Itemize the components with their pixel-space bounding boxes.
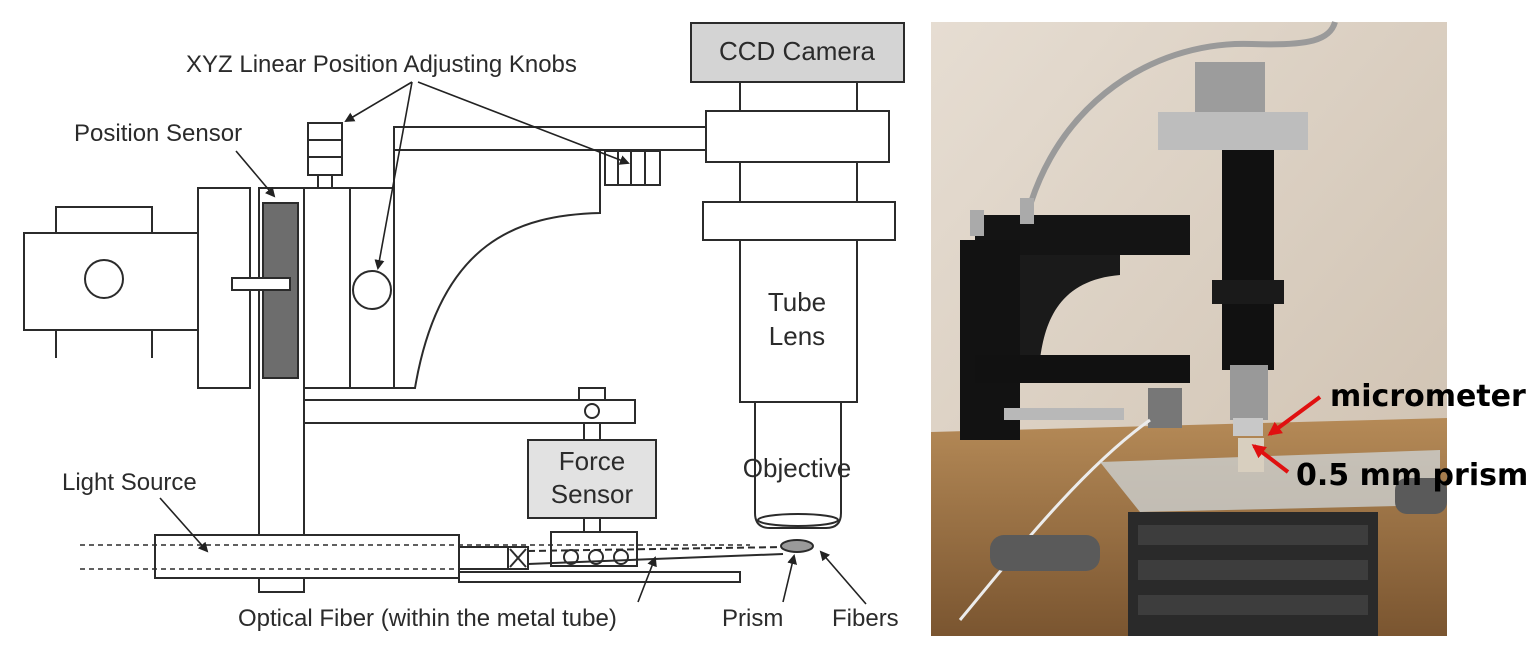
knob-side (352, 270, 392, 310)
prism-photo-label: 0.5 mm prism (1296, 458, 1528, 493)
ccd-camera-label: CCD Camera (719, 36, 876, 66)
ccd-camera (690, 22, 905, 83)
knob-top (307, 122, 343, 176)
micrometer-arrow (1267, 395, 1322, 436)
tube-ring-mid (702, 201, 896, 241)
force-sensor (527, 439, 657, 519)
knob-arm (604, 150, 661, 186)
tube-ring-top (705, 110, 890, 163)
micrometer-label: micrometer (1330, 379, 1526, 414)
photo-glass-stage (1100, 450, 1440, 512)
lamp-housing-top (55, 206, 153, 234)
tube-lens-label-line2: Lens (769, 321, 825, 351)
schematic-diagram (23, 22, 905, 593)
lower-arm (303, 399, 636, 424)
fibers-label: Fibers (832, 605, 899, 632)
photo-tube (1222, 150, 1274, 370)
photo-prism-block (1238, 438, 1264, 472)
metal-tube (458, 546, 510, 570)
objective-lens (754, 401, 842, 529)
lamp-circle (84, 259, 124, 299)
position-sensor-label: Position Sensor (74, 120, 242, 147)
base-rail (458, 571, 741, 583)
xyz-knobs-label: XYZ Linear Position Adjusting Knobs (186, 51, 577, 78)
light-source-tube (154, 534, 460, 579)
force-sensor-label-line2: Sensor (551, 479, 634, 509)
photo-annotations: micrometer 0.5 mm prism (1251, 379, 1528, 493)
photo-micrometer-knob (990, 535, 1100, 571)
leader-lines (159, 81, 867, 605)
schematic-labels: XYZ Linear Position Adjusting Knobs Posi… (62, 36, 899, 632)
photo-cable (1017, 20, 1338, 251)
sensor-pin (231, 277, 291, 291)
objective-label: Objective (743, 453, 851, 483)
photo-camera-mount (1158, 112, 1308, 150)
prism-shape (780, 539, 814, 553)
support-arm (393, 126, 707, 389)
prism-arrow (1251, 444, 1290, 474)
apparatus-photo (931, 20, 1447, 636)
slide-plate (303, 187, 351, 389)
force-sensor-label-line1: Force (559, 446, 625, 476)
tube-lens-label-line1: Tube (768, 287, 826, 317)
optical-fiber-label: Optical Fiber (within the metal tube) (238, 605, 617, 632)
light-source-label: Light Source (62, 469, 197, 496)
prism-label: Prism (722, 605, 783, 632)
